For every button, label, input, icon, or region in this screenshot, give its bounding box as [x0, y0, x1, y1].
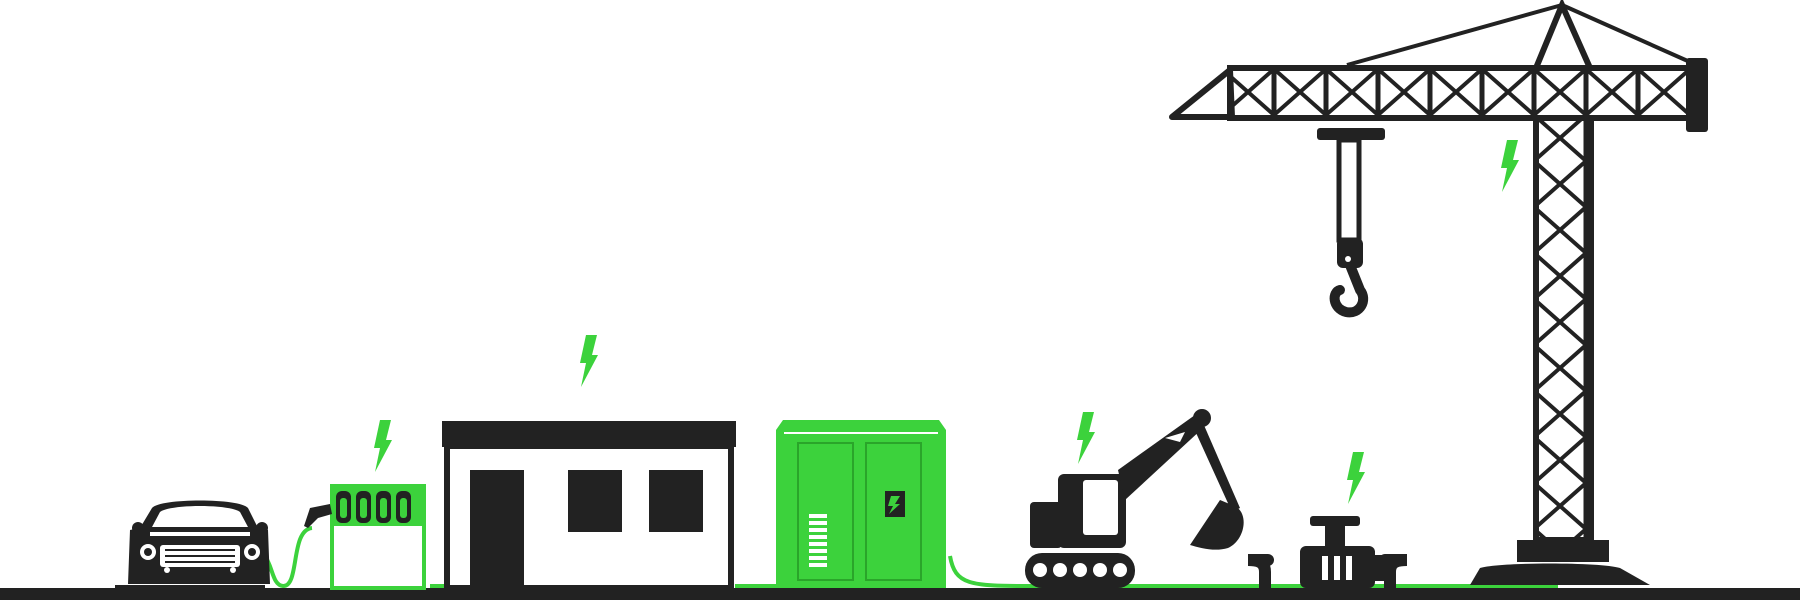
ground-line: [0, 588, 1800, 600]
lightning-bolt-icon: [1347, 452, 1365, 504]
lightning-bolt-icon: [1501, 140, 1519, 192]
ev-charger-icon: [304, 484, 426, 590]
power-cable: [249, 526, 1558, 588]
water-pump-icon: [1247, 516, 1408, 594]
site-office-icon: [442, 421, 736, 591]
battery-storage-container-icon: [776, 420, 946, 588]
tower-crane-icon: [1169, 0, 1708, 585]
lightning-bolt-icon: [1077, 412, 1095, 464]
lightning-bolt-icon: [374, 420, 392, 472]
lightning-bolt-icon: [580, 335, 598, 387]
excavator-icon: [1025, 409, 1244, 588]
car-icon: [115, 500, 270, 600]
